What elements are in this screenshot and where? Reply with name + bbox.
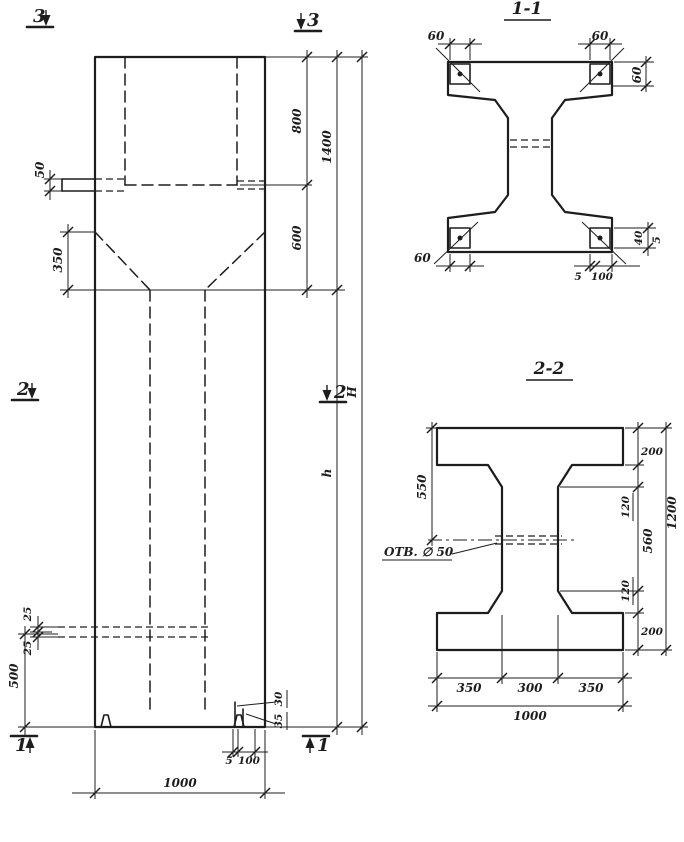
section-1-1-outline: [446, 60, 614, 254]
dim-300-middle: 300: [517, 681, 543, 695]
marker-3-left: 3: [33, 6, 46, 27]
dim-200-bottom: 200: [640, 626, 664, 638]
dim-350: 350: [51, 247, 65, 273]
dim-1000-bottom: 1000: [513, 709, 547, 723]
dim-50: 50: [33, 161, 47, 178]
dim-5: 5: [225, 755, 232, 767]
dim-60-top-right: 60: [592, 29, 609, 43]
dim-60-right: 60: [630, 66, 644, 83]
section-1-1-view: 1-1: [414, 0, 663, 283]
dimension-lines: [18, 50, 368, 799]
section-2-2-view: 2-2: [382, 359, 679, 723]
dim-350-right: 350: [578, 681, 604, 695]
dim-40-right: 40: [633, 230, 645, 245]
section-1-1-hole-lines: [510, 139, 550, 148]
dim-60-bottom-left: 60: [414, 251, 431, 265]
marker-1-right: 1: [317, 735, 330, 756]
section-1-1-title: 1-1: [512, 0, 543, 19]
dim-1200: 1200: [665, 496, 679, 530]
hole-label: ОТВ. ∅ 50: [384, 545, 454, 559]
section-1-1-dimension-lines: [433, 38, 656, 272]
marker-1-left: 1: [15, 735, 28, 756]
dim-5-right: 5: [651, 236, 663, 243]
section-markers: 3 3 2 2 1 1: [9, 6, 348, 756]
section-2-2-labels: ОТВ. ∅ 50 550 200 120 560 120 200 1200 3…: [384, 446, 679, 723]
dim-25-b: 25: [22, 641, 34, 657]
dim-800: 800: [290, 108, 304, 134]
section-1-1-labels: 60 60 60 60 5 100 40 5: [414, 29, 663, 283]
dim-120-bottom: 120: [620, 579, 632, 602]
marker-2-right: 2: [333, 382, 347, 403]
dim-560: 560: [641, 528, 655, 554]
dim-500: 500: [7, 663, 21, 689]
elevation-view: 3 3 2 2 1 1 50 350 800 1400 600 H h 25 2…: [7, 6, 368, 799]
ledge-hidden-lines: [95, 178, 268, 192]
dim-550: 550: [415, 474, 429, 500]
dim-100: 100: [238, 755, 261, 767]
dim-35: 35: [273, 714, 285, 729]
dim-200-top: 200: [640, 446, 664, 458]
hidden-edges: [94, 56, 266, 713]
dim-120-top: 120: [620, 495, 632, 518]
marker-2-left: 2: [16, 379, 30, 400]
dim-1000: 1000: [163, 776, 197, 790]
dim-30: 30: [273, 691, 285, 706]
section-2-2-outline: [435, 426, 625, 652]
dim-1400: 1400: [320, 130, 334, 164]
dim-5-bottom: 5: [574, 271, 581, 283]
dim-h: h: [320, 469, 334, 478]
section-2-2-hole-lines: [495, 535, 562, 545]
marker-3-right: 3: [307, 10, 320, 31]
dim-100-bottom: 100: [591, 271, 614, 283]
dim-350-left: 350: [456, 681, 482, 695]
dim-60-top-left: 60: [428, 29, 445, 43]
section-2-2-dimension-lines: [382, 422, 672, 712]
dim-25-a: 25: [22, 607, 34, 623]
dimension-labels: 50 350 800 1400 600 H h 25 25 500 30 35 …: [7, 108, 359, 790]
dim-600: 600: [290, 225, 304, 251]
section-2-2-title: 2-2: [533, 359, 565, 379]
dim-H: H: [345, 386, 359, 399]
hole-lines: [58, 626, 212, 638]
